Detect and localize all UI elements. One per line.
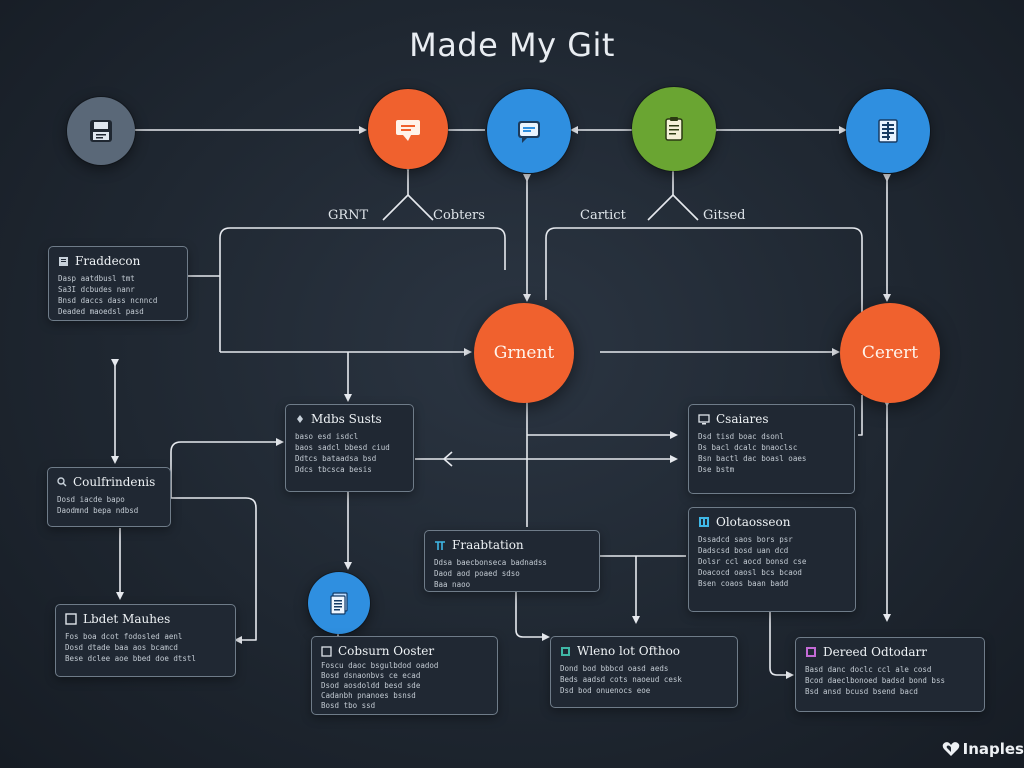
document-icon <box>59 256 68 266</box>
document-stack-node[interactable] <box>308 572 370 634</box>
pin-icon <box>297 415 303 423</box>
card-line: Dosd dtade baa aos bcamcd <box>65 643 178 652</box>
card-line: Dolsr ccl aocd bonsd cse <box>698 557 807 566</box>
hub-cerert[interactable]: Cerert <box>840 303 940 403</box>
card-line: Dse bstm <box>698 465 735 474</box>
card-line: Ddtcs bataadsa bsd <box>295 454 377 463</box>
card-line: baso esd isdcl <box>295 432 359 441</box>
ledger-icon <box>878 119 898 143</box>
card-title: Fraabtation <box>452 538 524 552</box>
message-icon <box>518 121 540 143</box>
search-icon <box>57 477 67 487</box>
card-line: Bese dclee aoe bbed doe dtstl <box>65 654 196 663</box>
card-line: Dasp aatdbusl tmt <box>58 274 135 283</box>
card-line: Bnsd daccs dass ncnncd <box>58 296 158 305</box>
clipboard-icon <box>665 117 683 141</box>
card-line: Dond bod bbbcd oasd aeds <box>560 664 669 673</box>
card-title: Fraddecon <box>75 254 141 268</box>
hub-grnent-label: Grnent <box>493 343 555 363</box>
monitor-icon <box>698 413 710 424</box>
card-line: Dsd bod onuenocs eoe <box>560 686 651 695</box>
card-line: Dosd iacde bapo <box>57 495 125 504</box>
card-line: Bsd ansd bcusd bsend bacd <box>805 687 918 696</box>
brand-name: Inaples <box>962 740 1024 758</box>
card-line: Bsen coaos baan badd <box>698 579 789 588</box>
floppy-disk-node[interactable] <box>67 97 135 165</box>
card-line: Beds aadsd cots naoeud cesk <box>560 675 682 684</box>
chat-bubble-icon <box>396 120 420 141</box>
card-fraabtation[interactable]: Fraabtation Ddsa baecbonseca badnadss Da… <box>424 530 600 592</box>
card-line: Bsn bactl dac boasl oaes <box>698 454 807 463</box>
card-csaiares[interactable]: Csaiares Dsd tisd boac dsonl Ds bacl dca… <box>688 404 855 494</box>
card-line: Dsod aosdoldd besd sde <box>321 681 421 690</box>
card-line: baos sadcl bbesd ciud <box>295 443 390 452</box>
card-line: Dadscsd bosd uan dcd <box>698 546 789 555</box>
card-line: Sa3I dcbudes nanr <box>58 285 135 294</box>
card-line: Doacocd oaosl bcs bcaod <box>698 568 802 577</box>
heart-logo-icon <box>942 742 959 756</box>
card-line: Ddsa baecbonseca badnadss <box>434 558 547 567</box>
card-line: Cadanbh pnanoes bsnsd <box>321 691 416 700</box>
card-line: Ddcs tbcsca besis <box>295 465 372 474</box>
label-gitsed: Gitsed <box>703 208 746 223</box>
card-title: Cobsurn Ooster <box>338 644 435 658</box>
label-grnt: GRNT <box>328 208 369 223</box>
document-stack-icon <box>330 592 348 615</box>
card-title: Csaiares <box>716 412 769 426</box>
card-line: Deaded maoedsl pasd <box>58 307 144 316</box>
card-line: Bcod daeclbonoed badsd bond bss <box>805 676 945 685</box>
card-title: Dereed Odtodarr <box>823 645 928 659</box>
card-fraddecon[interactable]: Fraddecon Dasp aatdbusl tmt Sa3I dcbudes… <box>48 246 188 321</box>
hub-grnent[interactable]: Grnent <box>474 303 574 403</box>
message-node[interactable] <box>487 89 571 173</box>
floppy-disk-icon <box>90 120 112 142</box>
card-line: Foscu daoc bsgulbdod oadod <box>321 661 439 670</box>
square-icon <box>321 645 332 657</box>
card-lbdet-mauhes[interactable]: Lbdet Mauhes Fos boa dcot fodosled aenl … <box>55 604 236 677</box>
card-title: Wleno lot Ofthoo <box>577 644 681 658</box>
chat-bubble-node[interactable] <box>368 89 448 169</box>
card-coulfrindenis[interactable]: Coulfrindenis Dosd iacde bapo Daodmnd be… <box>47 467 171 527</box>
pi-icon <box>435 541 445 550</box>
card-title: Mdbs Susts <box>311 412 382 426</box>
card-cobsurn-ooster[interactable]: Cobsurn Ooster Foscu daoc bsgulbdod oado… <box>311 636 498 715</box>
card-olotaosseon[interactable]: Olotaosseon Dssadcd saos bors psr Dadscs… <box>688 507 856 612</box>
card-line: Ds bacl dcalc bnaoclsc <box>698 443 798 452</box>
card-line: Bosd tbo ssd <box>321 701 376 710</box>
ledger-node[interactable] <box>846 89 930 173</box>
card-title: Olotaosseon <box>716 515 791 529</box>
grid-icon <box>699 517 709 527</box>
card-line: Dsd tisd boac dsonl <box>698 432 784 441</box>
label-cartict: Cartict <box>580 208 626 223</box>
card-line: Baa naoo <box>434 580 471 589</box>
card-line: Daodmnd bepa ndbsd <box>57 506 139 515</box>
hub-cerert-label: Cerert <box>861 343 919 363</box>
card-line: Bosd dsnaonbvs ce ecad <box>321 671 421 680</box>
card-line: Basd danc doclc ccl ale cosd <box>805 665 932 674</box>
label-cobters: Cobters <box>433 208 485 223</box>
card-line: Daod aod poaed sdso <box>434 569 520 578</box>
card-title: Coulfrindenis <box>73 475 156 489</box>
card-line: Fos boa dcot fodosled aenl <box>65 632 183 641</box>
card-wleno-lot-ofthoo[interactable]: Wleno lot Ofthoo Dond bod bbbcd oasd aed… <box>550 636 738 708</box>
diagram-title: Made My Git <box>409 26 615 64</box>
brand-logo: Inaples <box>942 740 1024 758</box>
card-title: Lbdet Mauhes <box>83 612 171 626</box>
square-icon <box>65 613 77 625</box>
card-dereed-odtodarr[interactable]: Dereed Odtodarr Basd danc doclc ccl ale … <box>795 637 985 712</box>
grid-icon <box>561 646 570 656</box>
card-line: Dssadcd saos bors psr <box>698 535 793 544</box>
card-mdbs-susts[interactable]: Mdbs Susts baso esd isdcl baos sadcl bbe… <box>285 404 414 492</box>
clipboard-node[interactable] <box>632 87 716 171</box>
square-icon <box>806 647 816 657</box>
